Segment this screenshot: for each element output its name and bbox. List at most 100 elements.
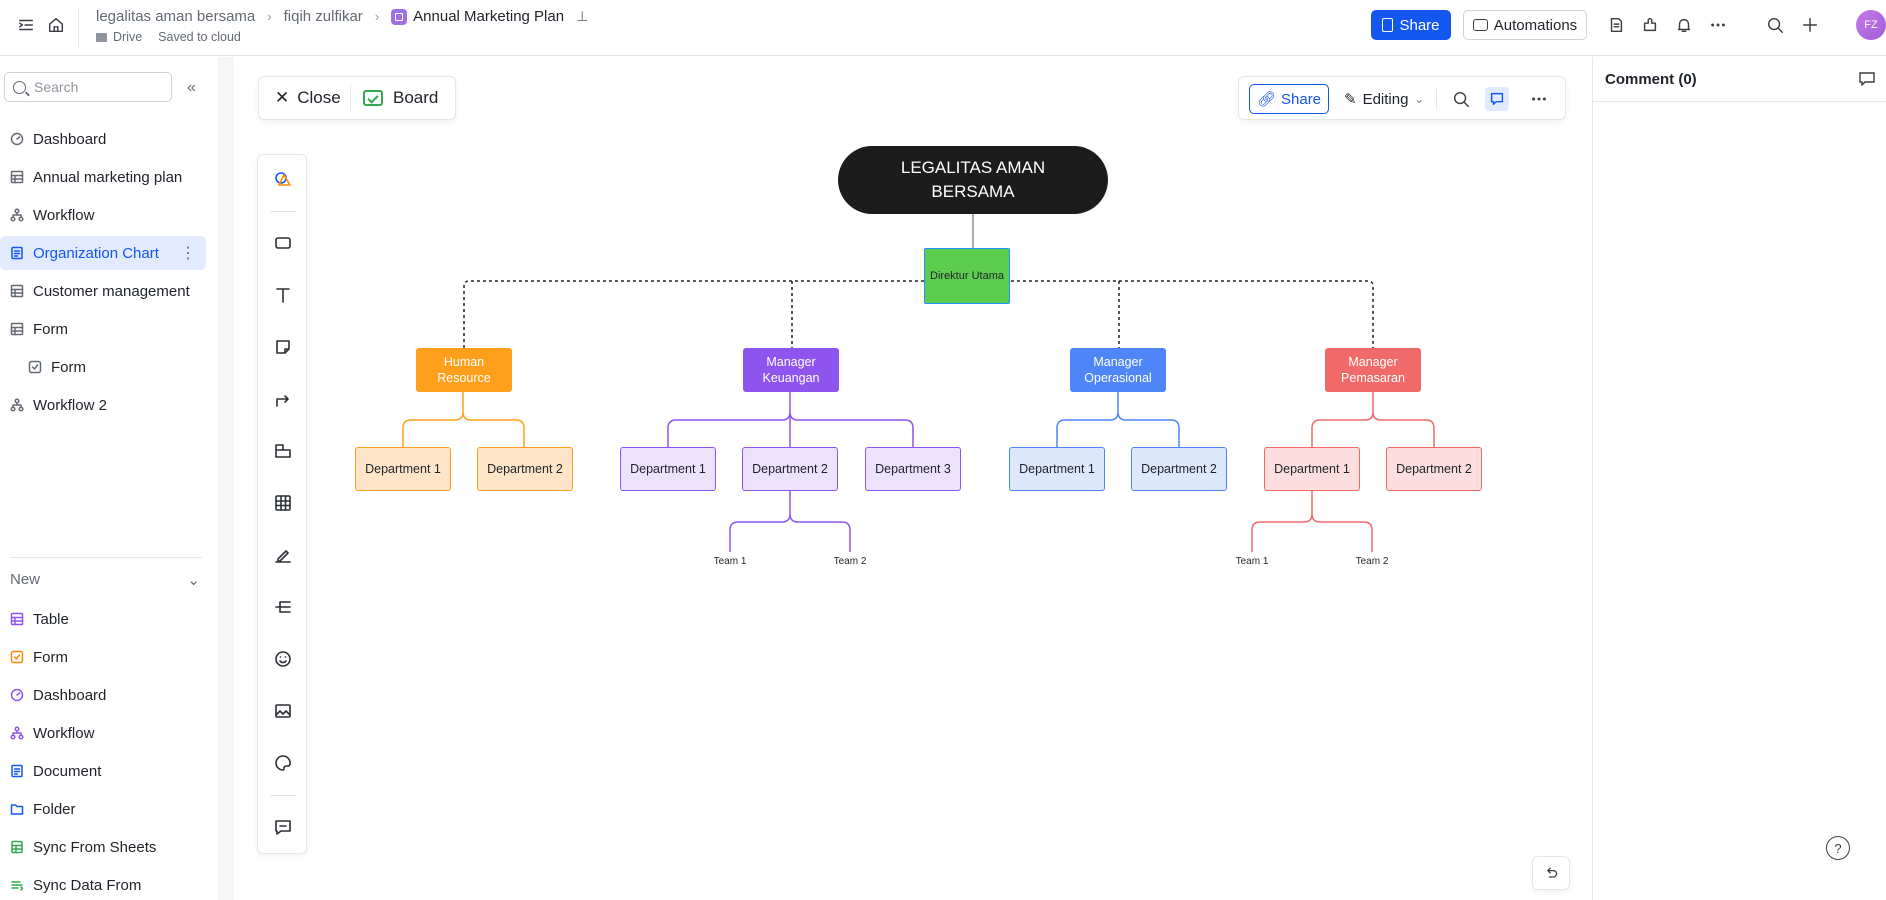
more-icon[interactable]	[1708, 15, 1728, 35]
new-item-document[interactable]: Document	[0, 754, 206, 788]
new-item-label: Sync Data From	[33, 876, 142, 894]
plugin-icon[interactable]	[1640, 15, 1660, 35]
help-icon[interactable]: ?	[1826, 836, 1850, 860]
share-button-label: Share	[1399, 16, 1440, 34]
sidebar-item-workflow-2[interactable]: Workflow 2	[0, 388, 206, 422]
undo-button[interactable]	[1532, 856, 1570, 890]
sidebar-item-label: Workflow	[33, 206, 95, 224]
automations-button-label: Automations	[1493, 16, 1578, 34]
sidebar-item-workflow[interactable]: Workflow	[0, 198, 206, 232]
sticky-note-icon[interactable]	[271, 335, 295, 359]
breadcrumb-owner[interactable]: fiqih zulfikar	[283, 8, 363, 25]
org-department-node[interactable]: Department 2	[477, 447, 573, 491]
frame-icon[interactable]	[271, 439, 295, 463]
home-icon[interactable]	[46, 15, 66, 35]
org-team-node[interactable]: Team 1	[1235, 555, 1269, 567]
search-icon[interactable]	[1449, 87, 1473, 111]
org-department-node[interactable]: Department 1	[1264, 447, 1360, 491]
chevron-right-icon: ›	[374, 9, 380, 24]
breadcrumb: legalitas aman bersama › fiqih zulfikar …	[96, 8, 588, 25]
connector-icon[interactable]	[271, 387, 295, 411]
org-department-node[interactable]: Department 2	[1131, 447, 1227, 491]
new-item-sync-data-from[interactable]: Sync Data From	[0, 868, 206, 900]
board-share-button[interactable]: 🔗︎ Share	[1249, 84, 1329, 114]
new-item-dashboard[interactable]: Dashboard	[0, 678, 206, 712]
sheets-icon	[10, 840, 24, 854]
org-team-node[interactable]: Team 2	[1355, 555, 1389, 567]
org-department-node[interactable]: Department 1	[1009, 447, 1105, 491]
editing-mode-dropdown[interactable]: ✎ Editing ⌄	[1344, 84, 1424, 114]
more-icon[interactable]	[1527, 87, 1551, 111]
close-button[interactable]: ✕ Close	[259, 85, 351, 111]
search-icon	[13, 80, 26, 94]
robot-icon	[1472, 19, 1488, 31]
sidebar-item-customer-management[interactable]: Customer management	[0, 274, 206, 308]
workflow-icon	[10, 208, 24, 222]
mindmap-icon[interactable]	[271, 595, 295, 619]
sidebar-item-form[interactable]: Form	[0, 312, 206, 346]
folder-icon	[96, 32, 107, 42]
sidebar-item-annual-marketing-plan[interactable]: Annual marketing plan	[0, 160, 206, 194]
location-info: Drive Saved to cloud	[96, 30, 241, 44]
new-item-form[interactable]: Form	[0, 640, 206, 674]
search-placeholder: Search	[34, 79, 79, 95]
collapse-sidebar-icon[interactable]: «	[187, 79, 196, 96]
new-item-label: Table	[33, 610, 69, 628]
org-department-node[interactable]: Department 2	[1386, 447, 1482, 491]
org-manager-operasional[interactable]: Manager Operasional	[1070, 348, 1166, 392]
document-icon	[10, 764, 24, 778]
bell-icon[interactable]	[1674, 15, 1694, 35]
org-manager-pemasaran[interactable]: Manager Pemasaran	[1325, 348, 1421, 392]
org-department-node[interactable]: Department 2	[742, 447, 838, 491]
plus-icon[interactable]	[1800, 15, 1820, 35]
org-department-node[interactable]: Department 1	[355, 447, 451, 491]
sidebar-item-organization-chart[interactable]: Organization Chart⋮	[0, 236, 206, 270]
org-department-node[interactable]: Department 3	[865, 447, 961, 491]
text-icon[interactable]	[271, 283, 295, 307]
org-team-node[interactable]: Team 1	[713, 555, 747, 567]
more-icon[interactable]: ⋮	[180, 245, 196, 262]
new-item-folder[interactable]: Folder	[0, 792, 206, 826]
breadcrumb-workspace[interactable]: legalitas aman bersama	[96, 8, 256, 25]
sidebar-item-dashboard[interactable]: Dashboard	[0, 122, 206, 156]
sticker-icon[interactable]	[271, 647, 295, 671]
location-label[interactable]: Drive	[113, 30, 143, 44]
new-section-header[interactable]: New ⌄	[10, 571, 200, 589]
new-item-sync-from-sheets[interactable]: Sync From Sheets	[0, 830, 206, 864]
doc-info-icon[interactable]	[1606, 15, 1626, 35]
shapes-library-icon[interactable]	[271, 167, 295, 191]
editing-mode-label: Editing	[1362, 90, 1409, 108]
automations-button[interactable]: Automations	[1463, 10, 1587, 40]
sidebar-item-form[interactable]: Form	[0, 350, 206, 384]
share-button[interactable]: Share	[1371, 10, 1451, 40]
new-item-label: Sync From Sheets	[33, 838, 157, 856]
org-root-node[interactable]: LEGALITAS AMAN BERSAMA	[838, 146, 1108, 214]
pen-icon[interactable]	[271, 543, 295, 567]
dashboard-icon	[10, 688, 24, 702]
save-status: Saved to cloud	[158, 30, 241, 44]
palette-icon[interactable]	[271, 751, 295, 775]
rectangle-icon[interactable]	[271, 231, 295, 255]
table-icon[interactable]	[271, 491, 295, 515]
board-toolbar: 🔗︎ Share ✎ Editing ⌄	[1238, 76, 1566, 120]
org-manager-keuangan[interactable]: Manager Keuangan	[743, 348, 839, 392]
new-item-workflow[interactable]: Workflow	[0, 716, 206, 750]
pin-icon[interactable]: ⊥	[576, 8, 589, 24]
sidebar-item-label: Form	[33, 320, 68, 338]
breadcrumb-current[interactable]: Annual Marketing Plan	[391, 8, 564, 25]
comment-panel-icon[interactable]	[1485, 87, 1509, 111]
org-team-node[interactable]: Team 2	[833, 555, 867, 567]
workflow-icon	[10, 398, 24, 412]
org-director-node[interactable]: Direktur Utama	[924, 248, 1010, 304]
new-item-table[interactable]: Table	[0, 602, 206, 636]
sidebar-toggle-icon[interactable]	[16, 15, 36, 35]
avatar[interactable]: FZ	[1856, 10, 1886, 40]
comment-filter-icon[interactable]	[1859, 72, 1875, 86]
org-manager-hr[interactable]: Human Resource	[416, 348, 512, 392]
comment-icon[interactable]	[271, 815, 295, 839]
org-department-node[interactable]: Department 1	[620, 447, 716, 491]
search-input[interactable]: Search	[4, 72, 172, 102]
search-icon[interactable]	[1765, 15, 1785, 35]
sidebar-item-label: Annual marketing plan	[33, 168, 183, 186]
image-icon[interactable]	[271, 699, 295, 723]
